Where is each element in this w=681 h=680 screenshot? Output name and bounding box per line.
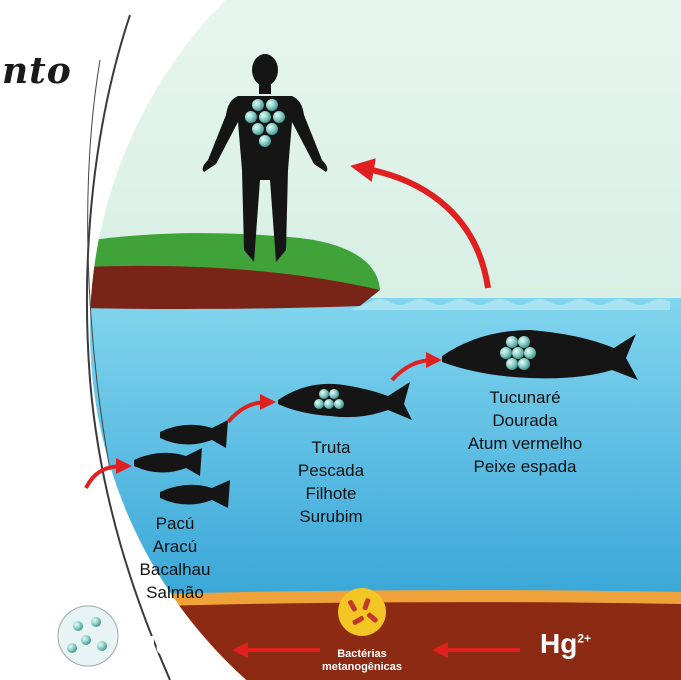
- fish-name: Tucunaré: [450, 386, 600, 409]
- level3-fish-list: Tucunaré Dourada Atum vermelho Peixe esp…: [450, 386, 600, 478]
- fish-name: Atum vermelho: [450, 432, 600, 455]
- fish-name: Peixe espada: [450, 455, 600, 478]
- seaweed: [10, 480, 105, 605]
- title-fragment: nto: [2, 50, 72, 92]
- bacteria-icon: [338, 588, 386, 636]
- mehg-bubble: [58, 606, 118, 666]
- level2-fish-list: Truta Pescada Filhote Surubim: [276, 436, 386, 528]
- level1-fish-list: Pacú Aracú Bacalhau Salmão: [120, 512, 230, 604]
- fish-name: Filhote: [276, 482, 386, 505]
- bacteria-label-line1: Bactérias: [312, 648, 412, 661]
- fish-name: Truta: [276, 436, 386, 459]
- hg-symbol: Hg: [540, 628, 577, 659]
- fish-name: Dourada: [450, 409, 600, 432]
- fish-name: Pescada: [276, 459, 386, 482]
- bacteria-label: Bactérias metanogênicas: [312, 648, 412, 674]
- mehg-label: MeHg: [134, 630, 205, 661]
- fish-name: Aracú: [120, 535, 230, 558]
- hg-label: Hg2+: [540, 628, 591, 660]
- fish-name: Surubim: [276, 505, 386, 528]
- fish-name: Pacú: [120, 512, 230, 535]
- hg-charge: 2+: [577, 632, 591, 646]
- fish-name: Bacalhau: [120, 558, 230, 581]
- bacteria-label-line2: metanogênicas: [312, 661, 412, 674]
- fish-name: Salmão: [120, 581, 230, 604]
